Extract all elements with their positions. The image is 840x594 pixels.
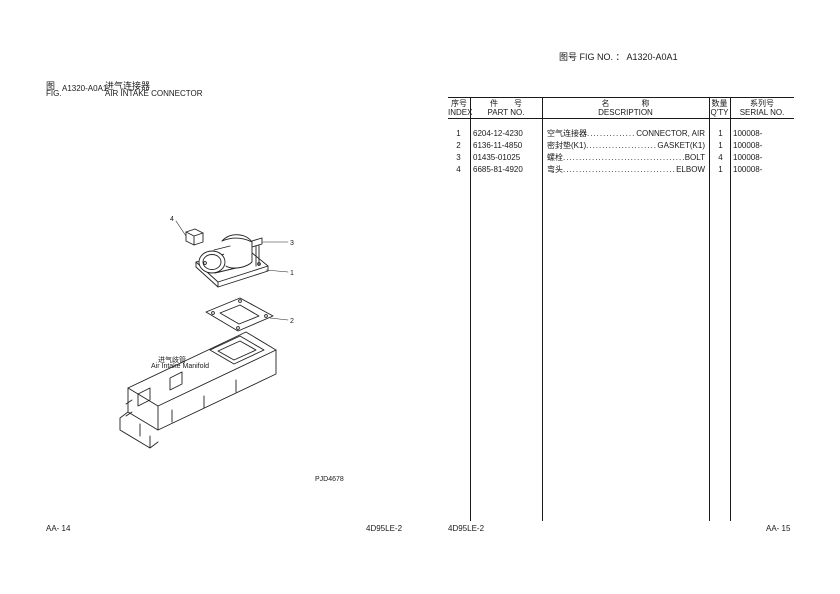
- col-header-index: 序号 INDEX: [448, 99, 473, 117]
- row-serial: 100008-: [733, 153, 763, 162]
- col-divider-1: [470, 97, 471, 521]
- row-index: 2: [456, 141, 461, 150]
- row-description: 空气连接器 CONNECTOR, AIR: [547, 128, 705, 139]
- row-part-no: 6685-81-4920: [473, 165, 523, 174]
- elbow-part-illustration: [185, 228, 204, 246]
- col-header-en: Q'TY: [710, 108, 729, 117]
- table-row: 4 6685-81-4920 弯头 ELBOW 1 100008-: [448, 164, 794, 175]
- right-page-number: AA- 15: [766, 524, 791, 533]
- row-index: 1: [456, 129, 461, 138]
- table-header-rule: [448, 118, 794, 119]
- row-description: 螺栓 BOLT: [547, 152, 705, 163]
- table-row: 3 01435-01025 螺栓 BOLT 4 100008-: [448, 152, 794, 163]
- row-qty: 4: [718, 153, 723, 162]
- row-desc-zh: 弯头: [547, 165, 563, 174]
- fig-number-label: 图号 FIG NO. ：: [559, 52, 625, 62]
- row-desc-en: CONNECTOR, AIR: [636, 129, 705, 138]
- callout-label-1: 1: [290, 270, 294, 277]
- row-serial: 100008-: [733, 141, 763, 150]
- col-header-zh: 名 称: [601, 99, 650, 108]
- fig-number: A1320-A0A1: [62, 84, 108, 93]
- table-top-rule: [448, 97, 794, 98]
- fig-en-label: FIG.: [46, 89, 62, 98]
- col-header-zh: 数量: [711, 99, 728, 108]
- row-part-no: 6204-12-4230: [473, 129, 523, 138]
- bolt-part-illustration: [251, 237, 263, 267]
- row-qty: 1: [718, 129, 723, 138]
- callout-label-3: 3: [290, 240, 294, 247]
- manifold-label-en: Air Intake Manifold: [151, 363, 209, 370]
- row-qty: 1: [718, 165, 723, 174]
- col-divider-2: [542, 97, 543, 521]
- manifold-label-zh: 进气歧管: [158, 357, 186, 364]
- col-header-description: 名 称 DESCRIPTION: [542, 99, 709, 117]
- col-header-en: SERIAL NO.: [739, 108, 785, 117]
- col-divider-3: [709, 97, 710, 521]
- col-header-zh: 系列号: [750, 99, 774, 108]
- col-header-en: PART NO.: [487, 108, 525, 117]
- row-desc-zh: 螺栓: [547, 153, 563, 162]
- table-row: 2 6136-11-4850 密封垫(K1) GASKET(K1) 1 10000…: [448, 140, 794, 151]
- right-model-label: 4D95LE-2: [448, 524, 485, 533]
- row-desc-zh: 密封垫(K1): [547, 141, 587, 150]
- col-header-en: INDEX: [448, 108, 473, 117]
- row-qty: 1: [718, 141, 723, 150]
- fig-number-value: A1320-A0A1: [626, 52, 678, 62]
- row-serial: 100008-: [733, 165, 763, 174]
- col-header-zh: 序号: [451, 99, 467, 108]
- page-title-en: AIR INTAKE CONNECTOR: [105, 89, 203, 98]
- col-divider-4: [730, 97, 731, 521]
- callout-label-4: 4: [170, 216, 174, 223]
- left-page-number: AA- 14: [46, 524, 71, 533]
- intake-manifold-illustration: [119, 331, 277, 449]
- row-part-no: 01435-01025: [473, 153, 521, 162]
- row-desc-en: GASKET(K1): [657, 141, 705, 150]
- drawing-number: PJD4678: [315, 476, 344, 483]
- row-description: 弯头 ELBOW: [547, 164, 705, 175]
- row-desc-en: ELBOW: [676, 165, 705, 174]
- row-desc-zh: 空气连接器: [547, 129, 587, 138]
- table-row: 1 6204-12-4230 空气连接器 CONNECTOR, AIR 1 100…: [448, 128, 794, 139]
- row-description: 密封垫(K1) GASKET(K1): [547, 140, 705, 151]
- row-serial: 100008-: [733, 129, 763, 138]
- gasket-part-illustration: [205, 297, 274, 332]
- col-header-en: DESCRIPTION: [598, 108, 653, 117]
- col-header-serial: 系列号 SERIAL NO.: [730, 99, 794, 117]
- callout-leaders: [175, 220, 289, 321]
- row-index: 4: [456, 165, 461, 174]
- page-title-zh: 进气连接器: [105, 81, 151, 91]
- parts-table: 序号 INDEX 件 号 PART NO. 名 称 DESCRIPTION 数量…: [448, 97, 794, 521]
- connector-part-illustration: [195, 234, 269, 288]
- left-model-label: 4D95LE-2: [366, 524, 403, 533]
- col-header-qty: 数量 Q'TY: [709, 99, 730, 117]
- row-part-no: 6136-11-4850: [473, 141, 523, 150]
- col-header-zh: 件 号: [490, 99, 522, 108]
- callout-label-2: 2: [290, 318, 294, 325]
- fig-number-header: 图号 FIG NO. ： A1320-A0A1: [559, 50, 678, 63]
- row-index: 3: [456, 153, 461, 162]
- row-desc-en: BOLT: [684, 153, 705, 162]
- col-header-part-no: 件 号 PART NO.: [470, 99, 542, 117]
- fig-zh-label: 图: [46, 81, 56, 91]
